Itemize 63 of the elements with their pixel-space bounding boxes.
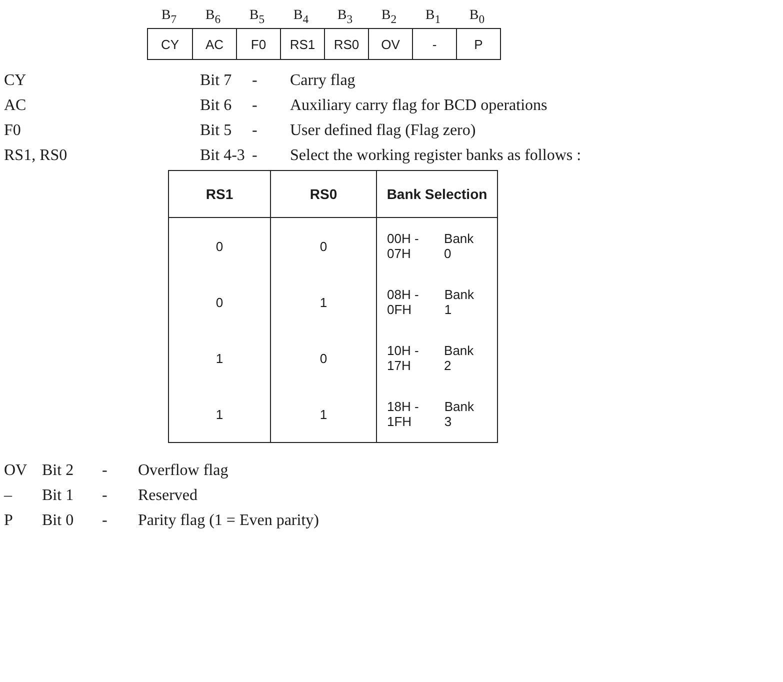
bit-label: B$_{3}$ [336,8,354,26]
bit-label: B$_{0}$ [468,8,486,26]
address-range: 10H - 17H [387,343,420,373]
register-cell: OV [368,29,412,59]
bit-label: B$_{4}$ [292,8,310,26]
flag-description: Overflow flag [138,462,228,480]
dash: - [102,487,108,505]
flag-name: CY [4,72,26,90]
register-cell-text: CY [160,36,180,54]
flag-description: Auxiliary carry flag for BCD operations [290,97,548,115]
flag-description: Select the working register banks as follows : [290,147,582,165]
table-cell: 0 [169,218,271,274]
table-cell: 1 [271,274,377,330]
bit-label: B$_{5}$ [248,8,266,26]
bank-name: Bank 3 [444,399,475,429]
register-cell: RS0 [324,29,368,59]
dash: - [102,512,108,530]
bit-number: Bit 6 [200,97,232,115]
bit-number: Bit 2 [42,462,74,480]
register-cell: - [412,29,456,59]
bit-number: Bit 7 [200,72,232,90]
flag-name: OV [4,462,28,480]
bit-number: Bit 5 [200,122,232,140]
dash: - [252,122,258,140]
register-cell: F0 [236,29,280,59]
bank-name: Bank 2 [444,343,475,373]
flag-description: Parity flag (1 = Even parity) [138,512,319,530]
address-range: 18H - 1FH [387,399,420,429]
bank-name: Bank 0 [444,231,475,261]
table-header: RS0 [271,171,377,218]
dash: - [252,72,258,90]
flag-description: User defined flag (Flag zero) [290,122,476,140]
bit-label: B$_{7}$ [160,8,178,26]
table-cell: 1 [271,386,377,442]
table-cell: 0 [169,274,271,330]
table-cell: 1 [169,386,271,442]
flag-name: – [4,487,12,505]
flag-name: RS1, RS0 [4,147,68,165]
dash: - [252,97,258,115]
register-cell: AC [192,29,236,59]
address-range: 00H - 07H [387,231,420,261]
table-cell: 0 [271,218,377,274]
flag-description: Carry flag [290,72,356,90]
flag-description: Reserved [138,487,198,505]
bit-label: B$_{1}$ [424,8,442,26]
table-header: RS1 [169,171,271,218]
flag-name: P [4,512,13,530]
register-cell: P [456,29,500,59]
table-cell: 0 [271,330,377,386]
table-header: Bank Selection [377,171,497,218]
register-cell: RS1 [280,29,324,59]
table-cell: 1 [169,330,271,386]
flag-name: AC [4,97,26,115]
bit-number: Bit 1 [42,487,74,505]
dash: - [252,147,258,165]
bit-number: Bit 0 [42,512,74,530]
flag-name: F0 [4,122,21,140]
address-range: 08H - 0FH [387,287,420,317]
bit-number: Bit 4-3 [200,147,245,165]
bank-name: Bank 1 [444,287,475,317]
bit-label: B$_{6}$ [204,8,222,26]
bit-label: B$_{2}$ [380,8,398,26]
dash: - [102,462,108,480]
